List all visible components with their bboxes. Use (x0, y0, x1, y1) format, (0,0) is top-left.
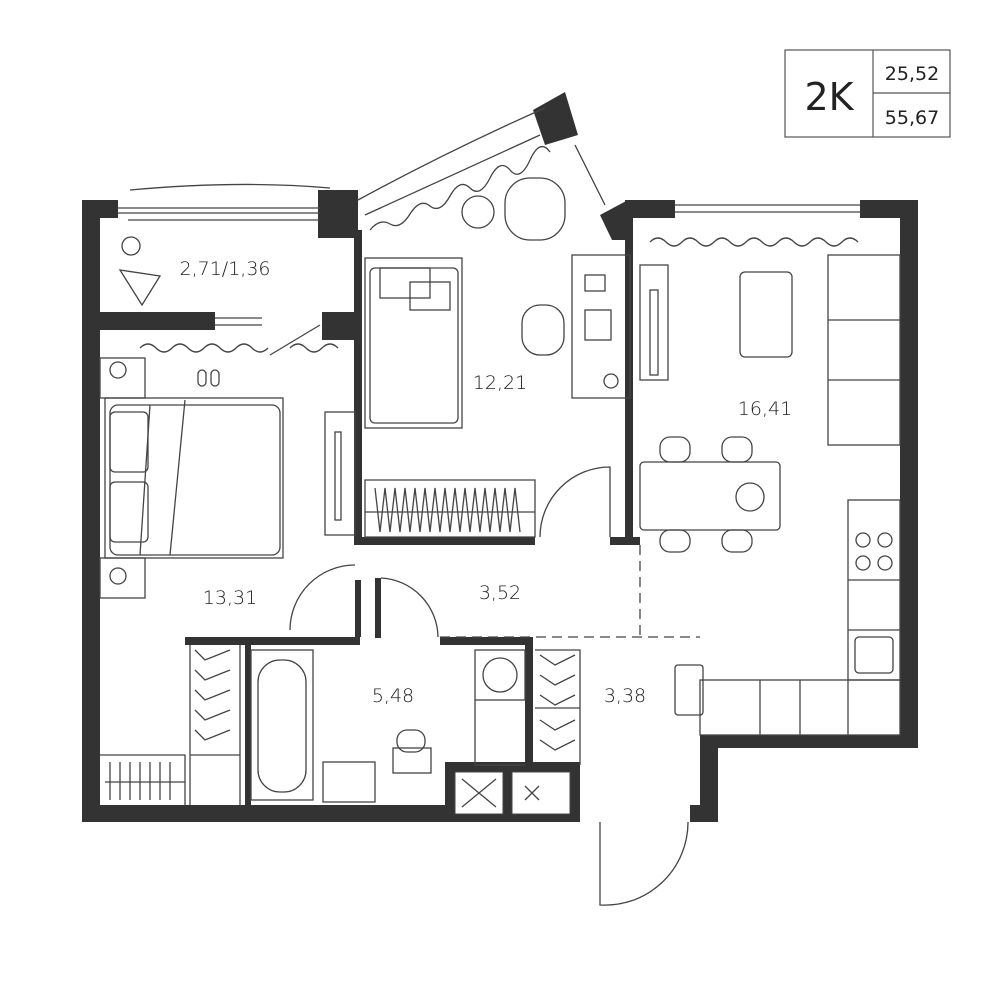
windows (118, 107, 860, 356)
living-kitchen-furniture (639, 254, 901, 736)
room-labels: 2,71/1,36 12,21 16,41 13,31 3,52 5,48 3,… (179, 258, 792, 707)
bathroom-furniture (250, 545, 700, 906)
walls (82, 92, 918, 822)
living-area: 25,52 (885, 63, 939, 85)
plants (118, 236, 162, 307)
area-bathroom: 5,48 (372, 685, 414, 707)
area-bedroom-small: 12,21 (473, 372, 527, 394)
area-living-kitchen: 16,41 (738, 398, 792, 420)
apartment-type: 2K (804, 75, 854, 119)
area-entry: 3,38 (604, 685, 646, 707)
curtains (139, 145, 859, 353)
area-hallway: 3,52 (479, 582, 521, 604)
total-area: 55,67 (885, 107, 939, 129)
area-balcony: 2,71/1,36 (179, 258, 270, 280)
bedroom-main-furniture (99, 357, 439, 805)
area-bedroom-main: 13,31 (203, 587, 257, 609)
info-box: 2K 25,52 55,67 (784, 49, 951, 138)
bedroom-small-furniture (364, 177, 631, 538)
